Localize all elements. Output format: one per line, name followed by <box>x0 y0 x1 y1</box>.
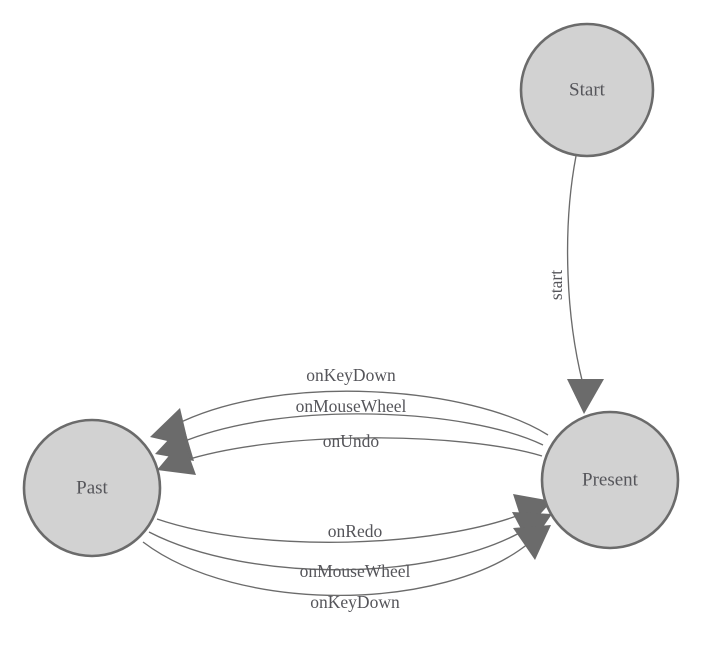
edge-present-to-past-onundo-arrowhead <box>157 439 196 475</box>
node-past-label: Past <box>76 477 108 498</box>
node-present-label: Present <box>582 469 639 490</box>
node-start[interactable]: Start <box>519 22 655 158</box>
edge-past-to-present-onkeydown[interactable] <box>142 525 551 596</box>
node-start-label: Start <box>569 79 606 100</box>
node-start-circle <box>519 22 655 158</box>
edge-past-to-present-onredo-path <box>156 511 528 544</box>
edge-start-to-present-arrowhead <box>567 379 604 414</box>
edge-start-to-present[interactable] <box>566 155 604 414</box>
node-past[interactable]: Past <box>22 418 162 558</box>
edge-present-to-past-onundo-path <box>182 437 543 462</box>
edge-present-to-past-onundo[interactable] <box>157 437 543 475</box>
edge-label-past-to-present-onredo: onRedo <box>328 521 383 541</box>
edge-label-past-to-present-onmousewheel: onMouseWheel <box>300 561 411 581</box>
edge-label-present-to-past-onmousewheel: onMouseWheel <box>296 396 407 416</box>
edge-past-to-present-onkeydown-arrowhead <box>513 525 551 560</box>
edge-label-start: start <box>546 270 566 300</box>
node-past-circle <box>22 418 162 558</box>
node-present[interactable]: Present <box>540 410 680 550</box>
edge-present-to-past-onkeydown-path <box>174 390 549 436</box>
node-present-circle <box>540 410 680 550</box>
edge-past-to-present-onmousewheel-path <box>148 527 529 571</box>
edge-start-to-present-path <box>566 155 585 389</box>
edge-label-present-to-past-onkeydown: onKeyDown <box>306 365 396 385</box>
edge-label-present-to-past-onundo: onUndo <box>323 431 380 451</box>
edge-present-to-past-onmousewheel-path <box>179 413 544 446</box>
edge-label-past-to-present-onkeydown: onKeyDown <box>310 592 400 612</box>
edge-past-to-present-onkeydown-path <box>142 541 530 596</box>
